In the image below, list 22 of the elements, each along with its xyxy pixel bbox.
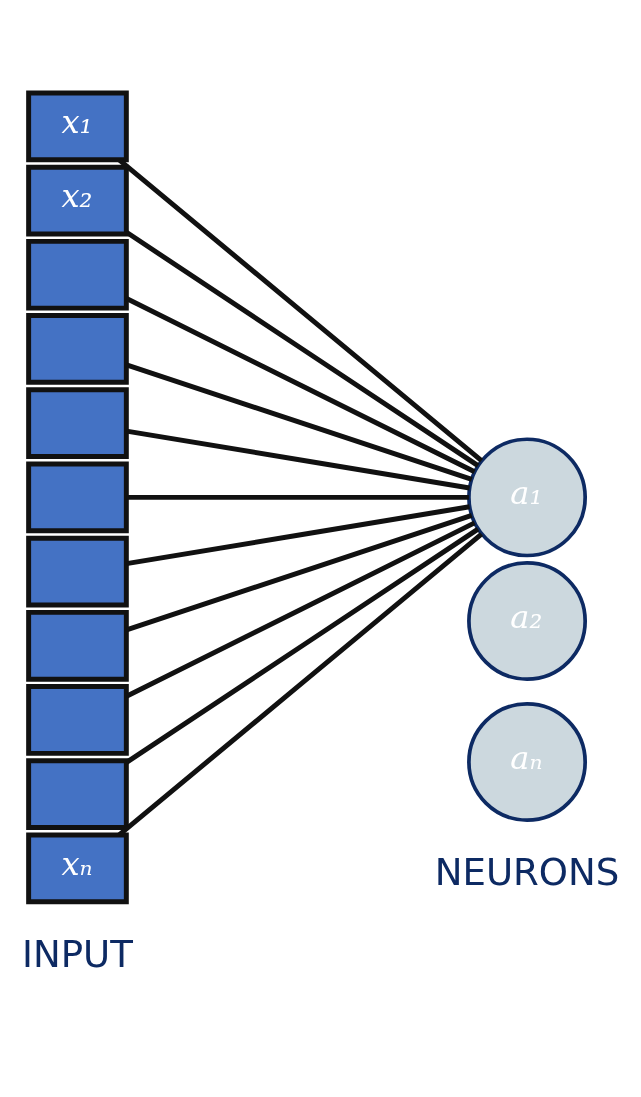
label: INPUT (22, 932, 133, 976)
node-box (26, 535, 129, 607)
node-box: xₙ (26, 832, 129, 904)
connector (125, 295, 476, 474)
node-box (26, 386, 129, 459)
connector (126, 428, 470, 490)
node-box (26, 609, 129, 682)
node-box (26, 461, 129, 533)
connector (126, 494, 469, 500)
label: NEURONS (434, 850, 620, 894)
connector (126, 503, 470, 566)
node-box (26, 238, 129, 311)
node-box: x₂ (26, 164, 129, 236)
node-box (26, 757, 129, 830)
connector (125, 520, 476, 698)
node-box: x₁ (26, 89, 129, 162)
connector (125, 229, 480, 468)
node-box (26, 683, 129, 756)
node-box (26, 312, 129, 385)
connector (125, 526, 480, 764)
connector (125, 362, 473, 482)
connector (125, 512, 473, 632)
